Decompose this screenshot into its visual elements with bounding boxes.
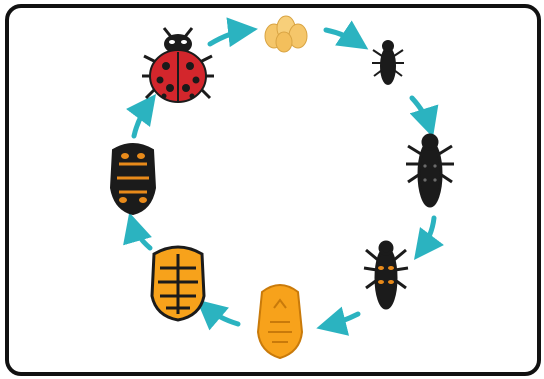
arrow-late-larva-to-pupa [326,314,358,326]
arrow-mature-pupa-to-dark-pupa [132,222,150,248]
arrow-pupa-to-mature-pupa [204,306,238,324]
eggs-icon [265,16,307,52]
late-larva-icon [364,242,408,308]
arrow-larva-to-late-larva [420,218,434,252]
dark-pupa-icon [111,144,155,214]
arrow-eggs-to-young-larva [326,30,360,44]
pupa-icon [258,285,302,358]
ladybug-icon [142,28,214,102]
arrow-young-larva-to-larva [412,98,430,128]
young-larva-icon [372,41,404,84]
larva-icon [406,135,454,206]
arrow-ladybug-to-eggs [210,30,248,44]
arrow-dark-pupa-to-ladybug [134,102,150,136]
mature-pupa-icon [152,247,204,320]
